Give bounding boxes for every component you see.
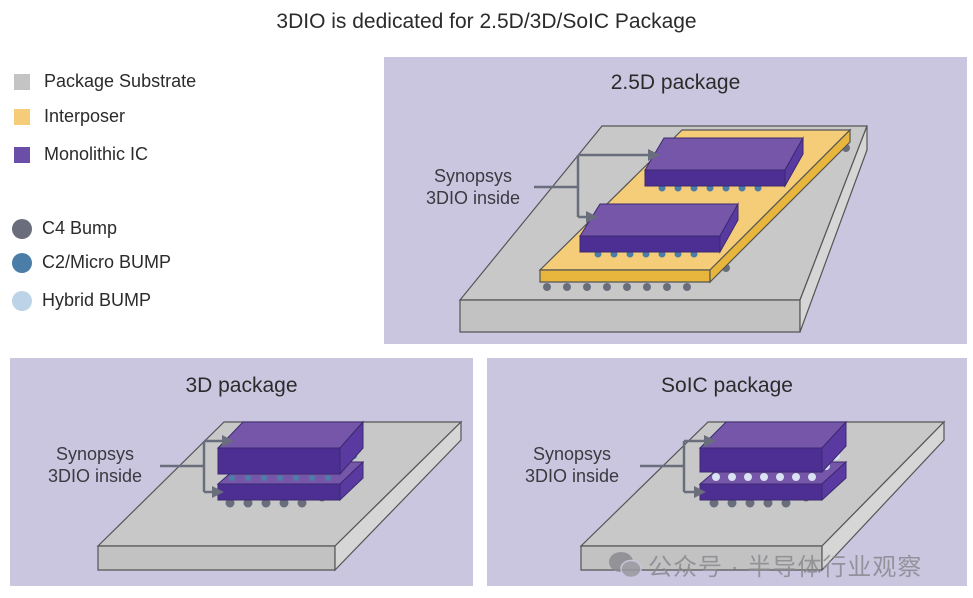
- watermark: 公众号 · 半导体行业观察: [608, 547, 922, 582]
- panel-title: 2.5D package: [610, 71, 741, 94]
- ic-lower-side: [821, 460, 847, 502]
- c4-bump-dot-icon: [12, 218, 32, 239]
- callout-line-2: 3DIO inside: [47, 466, 143, 486]
- arrow-head-icon: [586, 211, 598, 223]
- arrow-head-icon: [212, 486, 224, 498]
- diagram-title: 3DIO is dedicated for 2.5D/3D/SoIC Packa…: [276, 10, 697, 33]
- callout-line-1: Synopsys: [55, 444, 135, 464]
- legend-item-c2-micro-bump: C2/Micro BUMP: [12, 252, 172, 273]
- callout-synopsys-3dio: Synopsys 3DIO inside: [408, 165, 538, 209]
- interposer-swatch-icon: [14, 108, 30, 125]
- substrate-front: [459, 299, 801, 333]
- interposer-front: [539, 269, 711, 283]
- legend-label: Hybrid BUMP: [42, 290, 152, 310]
- legend-item-interposer: Interposer: [14, 106, 125, 127]
- callout-line-2: 3DIO inside: [425, 188, 521, 208]
- ic-lower-side: [339, 460, 364, 502]
- legend-item-package-substrate: Package Substrate: [14, 71, 196, 92]
- diagram-soic: [579, 420, 946, 572]
- arrow-head-icon: [222, 435, 234, 447]
- substrate-side: [334, 420, 462, 572]
- legend-label: Monolithic IC: [44, 144, 149, 164]
- wechat-icon: [609, 551, 642, 578]
- watermark-text: 公众号 · 半导体行业观察: [648, 554, 923, 581]
- ic-chip-1-side: [784, 136, 804, 188]
- panel-title: 3D package: [185, 374, 298, 397]
- callout-line-1: Synopsys: [532, 444, 612, 464]
- legend-item-monolithic-ic: Monolithic IC: [14, 144, 148, 165]
- ic-chip-2-top: [579, 203, 739, 237]
- callout-arrows: [160, 439, 222, 494]
- ic-chip-2-front: [579, 235, 721, 253]
- arrow-head-icon: [704, 435, 716, 447]
- panel-2-5d-package: 2.5D package: [384, 57, 967, 344]
- diagram-2-5d: [458, 125, 868, 333]
- legend-item-c4-bump: C4 Bump: [12, 218, 118, 239]
- ic-upper-top: [216, 421, 365, 449]
- diagram-3d: [96, 420, 463, 572]
- callout-synopsys-3dio: Synopsys 3DIO inside: [507, 443, 637, 487]
- substrate-swatch-icon: [14, 73, 30, 90]
- ic-chip-1-front: [644, 169, 786, 187]
- substrate-front: [97, 545, 336, 571]
- ic-chip-2-side: [719, 202, 739, 254]
- arrow-head-icon: [694, 486, 706, 498]
- substrate-side: [799, 125, 868, 333]
- micro-bump-dot-icon: [12, 252, 32, 273]
- interposer-side: [709, 128, 851, 284]
- legend-label: C2/Micro BUMP: [42, 252, 172, 272]
- ic-lower-side-front: [699, 483, 823, 501]
- ic-swatch-icon: [14, 146, 30, 163]
- ic-upper-side: [339, 420, 364, 476]
- callout-line-2: 3DIO inside: [524, 466, 620, 486]
- ic-upper-front: [217, 447, 341, 475]
- ic-chip-1-top: [644, 137, 804, 171]
- ic-lower-front: [217, 483, 341, 501]
- hybrid-bump-dot-icon: [12, 290, 32, 311]
- callout-synopsys-3dio: Synopsys 3DIO inside: [30, 443, 160, 487]
- panel-title: SoIC package: [661, 374, 793, 397]
- substrate-side: [821, 420, 945, 572]
- legend-label: Interposer: [44, 106, 126, 126]
- legend-label: C4 Bump: [42, 218, 118, 238]
- arrow-head-icon: [648, 149, 660, 161]
- panel-3d-package: 3D package: [10, 358, 473, 586]
- legend-label: Package Substrate: [44, 71, 197, 91]
- legend-item-hybrid-bump: Hybrid BUMP: [12, 290, 152, 311]
- ic-upper-side: [821, 420, 847, 474]
- callout-line-1: Synopsys: [433, 166, 513, 186]
- callout-arrows: [534, 153, 648, 219]
- callout-arrows: [640, 439, 704, 494]
- panel-soic-package: SoIC package: [487, 358, 967, 586]
- ic-upper-top: [698, 421, 848, 449]
- ic-upper-front: [699, 447, 823, 473]
